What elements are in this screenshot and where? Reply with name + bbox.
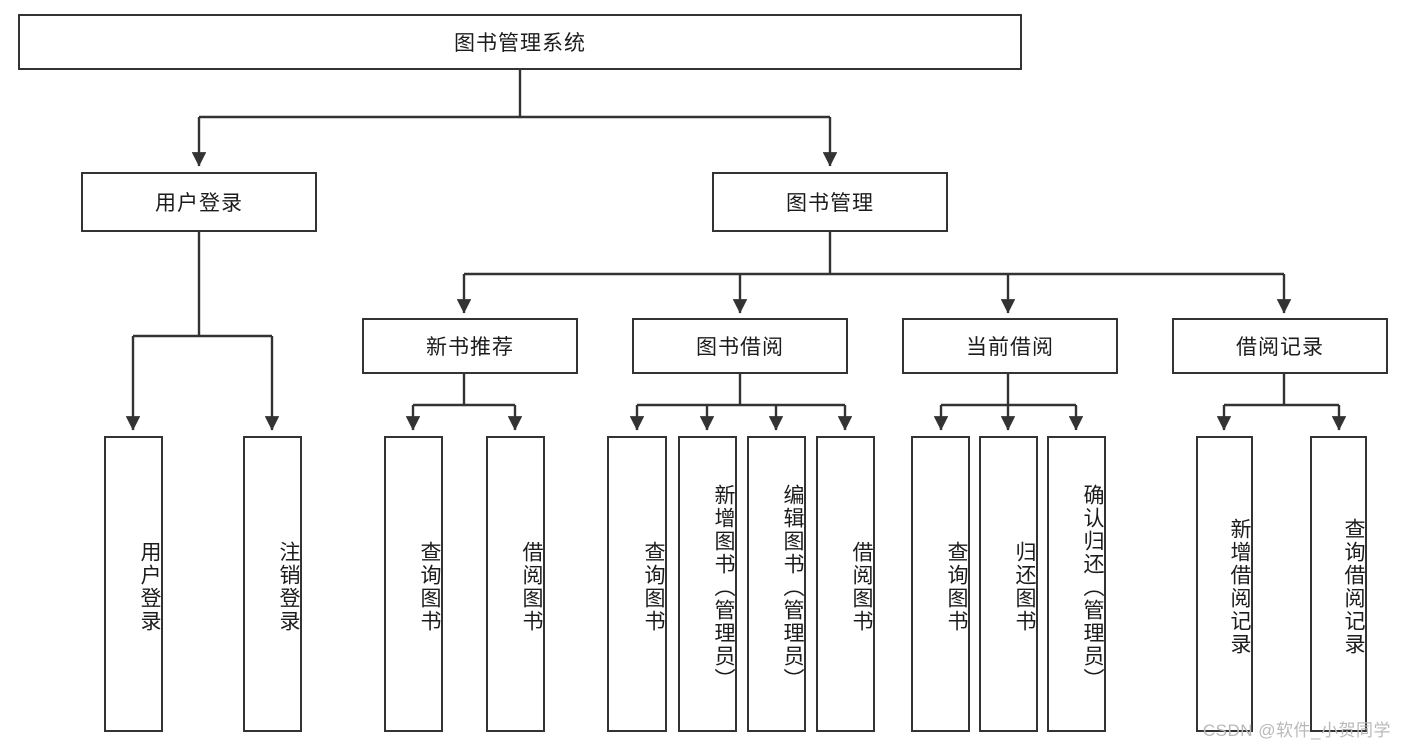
node-book-management[interactable]: 图书管理 <box>712 172 948 232</box>
node-book-borrow[interactable]: 图书借阅 <box>632 318 848 374</box>
node-borrow-records-label: 借阅记录 <box>1236 336 1324 359</box>
leaf-borrow-edit-book-label: 编辑图书（管理员） <box>781 483 804 691</box>
leaf-borrow-query-book[interactable]: 查询图书 <box>607 436 667 732</box>
leaf-current-return-book-label: 归还图书 <box>1013 541 1036 633</box>
leaf-user-login-signin-label: 用户登录 <box>138 541 161 633</box>
leaf-records-query[interactable]: 查询借阅记录 <box>1310 436 1367 732</box>
leaf-user-login-signout[interactable]: 注销登录 <box>243 436 302 732</box>
node-current-borrow-label: 当前借阅 <box>966 336 1054 359</box>
leaf-new-book-query-label: 查询图书 <box>418 541 441 633</box>
leaf-current-confirm-return[interactable]: 确认归还（管理员） <box>1047 436 1106 732</box>
node-current-borrow[interactable]: 当前借阅 <box>902 318 1118 374</box>
leaf-new-book-borrow-label: 借阅图书 <box>520 541 543 633</box>
leaf-current-confirm-return-label: 确认归还（管理员） <box>1081 483 1104 691</box>
leaf-current-query-book-label: 查询图书 <box>945 541 968 633</box>
leaf-records-add[interactable]: 新增借阅记录 <box>1196 436 1253 732</box>
leaf-current-return-book[interactable]: 归还图书 <box>979 436 1038 732</box>
node-user-login-label: 用户登录 <box>155 192 243 215</box>
leaf-records-add-label: 新增借阅记录 <box>1228 518 1251 656</box>
node-new-book-recommend-label: 新书推荐 <box>426 336 514 359</box>
node-book-borrow-label: 图书借阅 <box>696 336 784 359</box>
node-root[interactable]: 图书管理系统 <box>18 14 1022 70</box>
leaf-new-book-query[interactable]: 查询图书 <box>384 436 443 732</box>
node-user-login[interactable]: 用户登录 <box>81 172 317 232</box>
leaf-borrow-edit-book[interactable]: 编辑图书（管理员） <box>747 436 806 732</box>
node-book-management-label: 图书管理 <box>786 192 874 215</box>
leaf-borrow-borrow-book-label: 借阅图书 <box>850 541 873 633</box>
leaf-user-login-signout-label: 注销登录 <box>277 541 300 633</box>
node-root-label: 图书管理系统 <box>454 32 586 55</box>
leaf-new-book-borrow[interactable]: 借阅图书 <box>486 436 545 732</box>
leaf-current-query-book[interactable]: 查询图书 <box>911 436 970 732</box>
leaf-user-login-signin[interactable]: 用户登录 <box>104 436 163 732</box>
leaf-borrow-add-book[interactable]: 新增图书（管理员） <box>678 436 737 732</box>
leaf-records-query-label: 查询借阅记录 <box>1342 518 1365 656</box>
node-new-book-recommend[interactable]: 新书推荐 <box>362 318 578 374</box>
node-borrow-records[interactable]: 借阅记录 <box>1172 318 1388 374</box>
leaf-borrow-borrow-book[interactable]: 借阅图书 <box>816 436 875 732</box>
leaf-borrow-query-book-label: 查询图书 <box>642 541 665 633</box>
leaf-borrow-add-book-label: 新增图书（管理员） <box>712 483 735 691</box>
